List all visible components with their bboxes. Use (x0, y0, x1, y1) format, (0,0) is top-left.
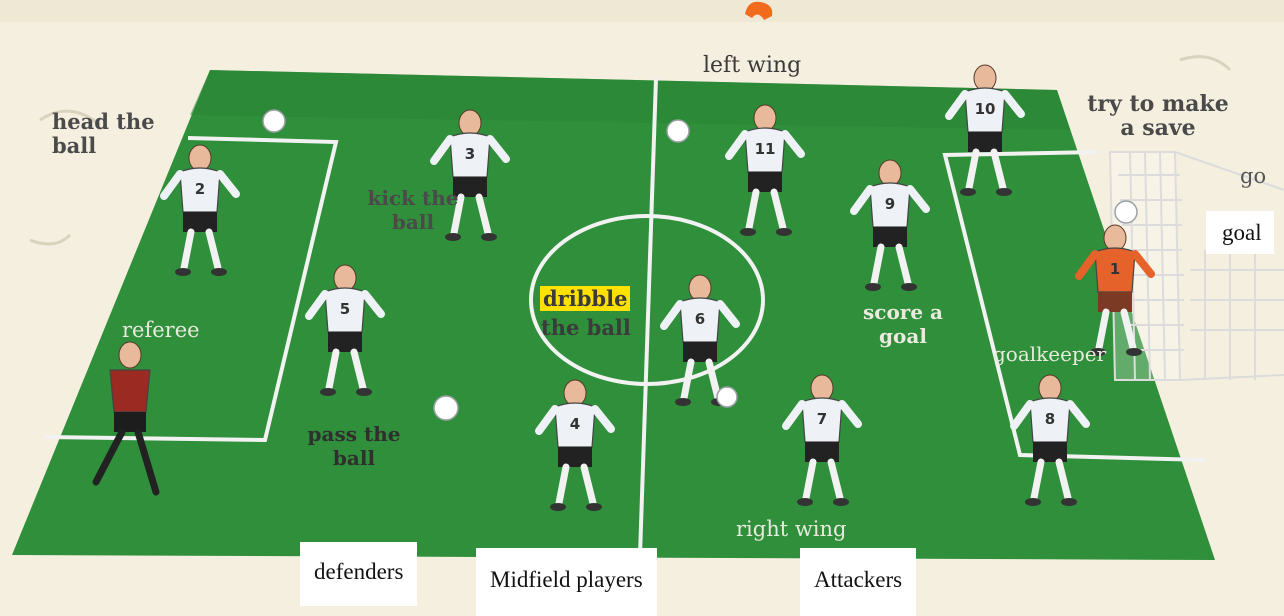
label-the-ball: the ball (541, 316, 631, 340)
label-dribble: dribble (540, 287, 630, 311)
ball (717, 387, 737, 407)
player-number: 9 (885, 195, 895, 213)
label-right-wing: right wing (736, 517, 847, 541)
label-goal-partial: go (1240, 164, 1266, 188)
player-number: 4 (570, 415, 580, 433)
player-number: 7 (817, 410, 827, 428)
label-left-wing: left wing (703, 54, 801, 78)
caption-midfield-players: Midfield players (476, 548, 657, 616)
player-number: 2 (195, 180, 205, 198)
dribble-highlight: dribble (540, 286, 630, 311)
caption-goal: goal (1206, 211, 1274, 254)
ball (434, 396, 458, 420)
ball (1115, 201, 1137, 223)
player-number: 11 (755, 140, 776, 158)
top-strip (0, 0, 1284, 22)
player-number: 3 (465, 145, 475, 163)
player-number: 1 (1110, 260, 1120, 278)
label-goalkeeper: goalkeeper (993, 342, 1106, 366)
caption-defenders: defenders (300, 542, 417, 606)
ball (263, 110, 285, 132)
player-number: 5 (340, 300, 350, 318)
player-number: 10 (975, 100, 996, 118)
label-referee: referee (122, 318, 200, 342)
player-number: 6 (695, 310, 705, 328)
ball (667, 120, 689, 142)
football-pitch-illustration: 2354611109781 head theball kick theball … (0, 0, 1284, 601)
player-number: 8 (1045, 410, 1055, 428)
caption-attackers: Attackers (800, 548, 916, 616)
